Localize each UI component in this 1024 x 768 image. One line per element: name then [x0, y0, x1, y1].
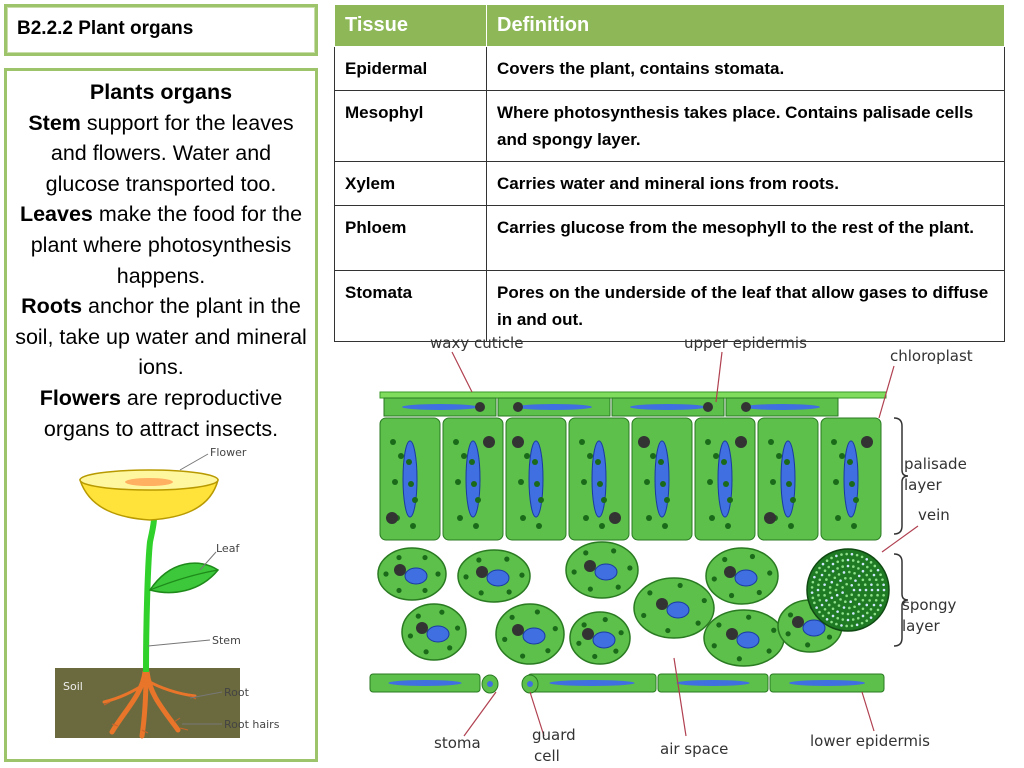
- spongy-bracket: [893, 553, 909, 647]
- soil-label: Soil: [63, 680, 83, 693]
- header-tissue: Tissue: [334, 4, 487, 47]
- definition-cell: Covers the plant, contains stomata.: [486, 46, 1005, 91]
- spongy-cells: [377, 541, 843, 667]
- table-row: Mesophyl Where photosynthesis takes plac…: [334, 90, 1005, 162]
- palisade-bracket: [893, 417, 909, 535]
- spongy-label-2: layer: [902, 617, 940, 635]
- stem-description: support for the leaves and flowers. Wate…: [45, 110, 294, 196]
- flowers-term: Flowers: [39, 385, 121, 410]
- stem-label: Stem: [212, 634, 241, 647]
- leaf-label: Leaf: [216, 542, 240, 555]
- palisade-label-2: layer: [904, 476, 942, 494]
- leaf-label-lines: [451, 351, 919, 737]
- palisade-label-1: palisade: [904, 455, 967, 473]
- table-row: Epidermal Covers the plant, contains sto…: [334, 46, 1005, 91]
- plant-organs-text: Plants organs Stem support for the leave…: [13, 77, 309, 444]
- stem-drawing: [143, 517, 157, 673]
- chloroplast-label: chloroplast: [890, 347, 973, 365]
- organs-heading: Plants organs: [89, 80, 233, 104]
- roots-description: anchor the plant in the soil, take up wa…: [15, 294, 307, 380]
- upper-epidermis-label: upper epidermis: [684, 334, 807, 352]
- table-row: Xylem Carries water and mineral ions fro…: [334, 161, 1005, 206]
- definition-cell: Where photosynthesis takes place. Contai…: [486, 90, 1005, 162]
- tissue-cell: Phloem: [334, 205, 487, 271]
- stem-term: Stem: [28, 110, 81, 135]
- definition-cell: Pores on the underside of the leaf that …: [486, 270, 1005, 342]
- waxy-cuticle-label: waxy cuticle: [430, 334, 523, 352]
- lower-epidermis-cells: [369, 673, 885, 693]
- table-header-row: Tissue Definition: [334, 4, 1005, 47]
- definition-cell: Carries glucose from the mesophyll to th…: [486, 205, 1005, 271]
- upper-epidermis-cells: [383, 397, 839, 417]
- guard-cell-label-2: cell: [534, 747, 560, 765]
- plant-diagram: Soil Flower Leaf Stem Root Root hairs: [55, 446, 280, 739]
- spongy-label-1: spongy: [902, 596, 957, 614]
- root-label: Root: [224, 686, 250, 699]
- palisade-cells: [379, 417, 882, 541]
- slide-title: B2.2.2 Plant organs: [17, 18, 194, 39]
- leaf-cross-section-diagram: waxy cuticle upper epidermis chloroplast…: [369, 334, 973, 765]
- guard-cell-label-1: guard: [532, 726, 576, 744]
- slide-title-box: B2.2.2 Plant organs: [4, 4, 318, 56]
- leaves-description: make the food for the plant where photos…: [30, 202, 303, 288]
- vein-drawing: [806, 548, 890, 632]
- stoma-label: stoma: [434, 734, 481, 752]
- plant-label-lines: [147, 453, 223, 725]
- lower-epidermis-label: lower epidermis: [810, 732, 930, 750]
- flower-label: Flower: [210, 446, 247, 459]
- tissue-cell: Epidermal: [334, 46, 487, 91]
- air-space-label: air space: [660, 740, 728, 758]
- table-row: Stomata Pores on the underside of the le…: [334, 270, 1005, 342]
- plant-organs-box: Plants organs Stem support for the leave…: [4, 68, 318, 762]
- guard-cells-drawing: [481, 674, 539, 694]
- tissue-cell: Stomata: [334, 270, 487, 342]
- leaves-term: Leaves: [19, 202, 93, 227]
- tissue-cell: Mesophyl: [334, 90, 487, 162]
- table-row: Phloem Carries glucose from the mesophyl…: [334, 205, 1005, 271]
- tissue-table: Tissue Definition Epidermal Covers the p…: [334, 4, 1005, 342]
- definition-cell: Carries water and mineral ions from root…: [486, 161, 1005, 206]
- vein-label: vein: [918, 506, 950, 524]
- tissue-cell: Xylem: [334, 161, 487, 206]
- waxy-cuticle-layer: [379, 391, 887, 399]
- flowers-description: are reproductive organs to attract insec…: [43, 385, 283, 441]
- roots-term: Roots: [21, 294, 83, 319]
- root-hairs-label: Root hairs: [224, 718, 280, 731]
- header-definition: Definition: [486, 4, 1005, 47]
